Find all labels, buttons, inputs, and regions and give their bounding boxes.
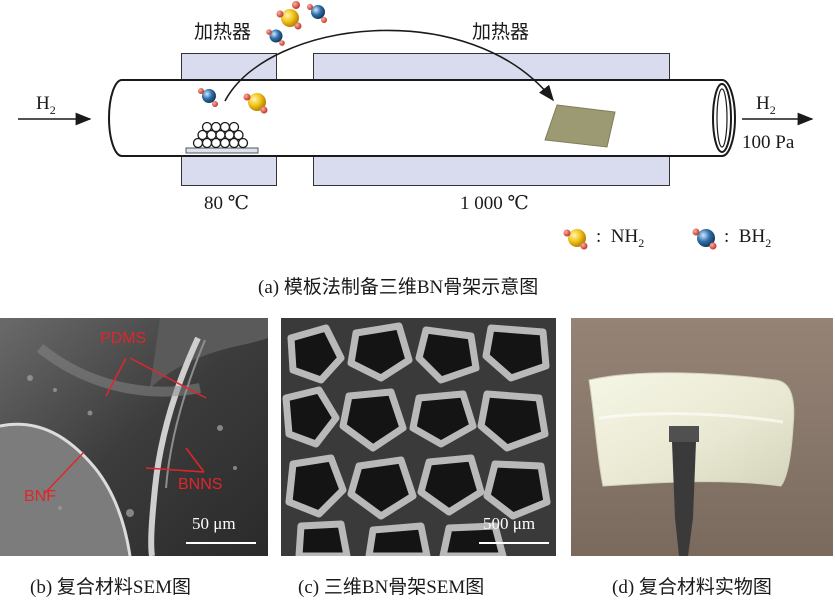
sample-substrate xyxy=(544,104,616,148)
gas-out-label: H2 xyxy=(756,93,776,117)
legend-nh2: : NH2 xyxy=(596,226,645,250)
caption-c: (c) 三维BN骨架SEM图 xyxy=(298,577,485,598)
tube-opening xyxy=(712,83,732,153)
sem-skeleton-image: 500 μm xyxy=(281,318,556,556)
molecule-cluster-top xyxy=(266,1,327,46)
molecule-nh2-in-tube xyxy=(243,93,268,114)
precursor-spheres xyxy=(192,121,249,149)
caption-d: (d) 复合材料实物图 xyxy=(612,577,772,598)
tube-graphic xyxy=(18,1,814,250)
molecule-bh2-in-tube xyxy=(198,88,218,107)
precursor-boat xyxy=(185,147,259,154)
caption-a: (a) 模板法制备三维BN骨架示意图 xyxy=(258,277,539,298)
scale-bar-c xyxy=(479,542,549,544)
temp-left-label: 80 ℃ xyxy=(204,193,250,214)
heater-label-left: 加热器 xyxy=(194,22,252,43)
scale-bar-b xyxy=(186,542,256,544)
gas-in-label: H2 xyxy=(36,93,56,117)
pressure-label: 100 Pa xyxy=(742,132,795,153)
legend-bh2: : BH2 xyxy=(724,226,772,250)
label-bnf: BNF xyxy=(24,488,56,505)
nh2-icon xyxy=(563,229,588,250)
scale-label-b: 50 μm xyxy=(192,514,236,533)
heater-label-right: 加热器 xyxy=(472,22,530,43)
bh2-icon xyxy=(692,228,717,250)
flow-arrow xyxy=(224,29,554,102)
sem-composite-image: PDMS BNF BNNS 50 μm xyxy=(0,318,268,556)
composite-photo xyxy=(571,318,833,556)
caption-b: (b) 复合材料SEM图 xyxy=(30,577,191,598)
scale-label-c: 500 μm xyxy=(483,514,536,533)
label-bnns: BNNS xyxy=(178,476,223,493)
label-pdms: PDMS xyxy=(100,330,147,347)
temp-right-label: 1 000 ℃ xyxy=(460,193,529,214)
